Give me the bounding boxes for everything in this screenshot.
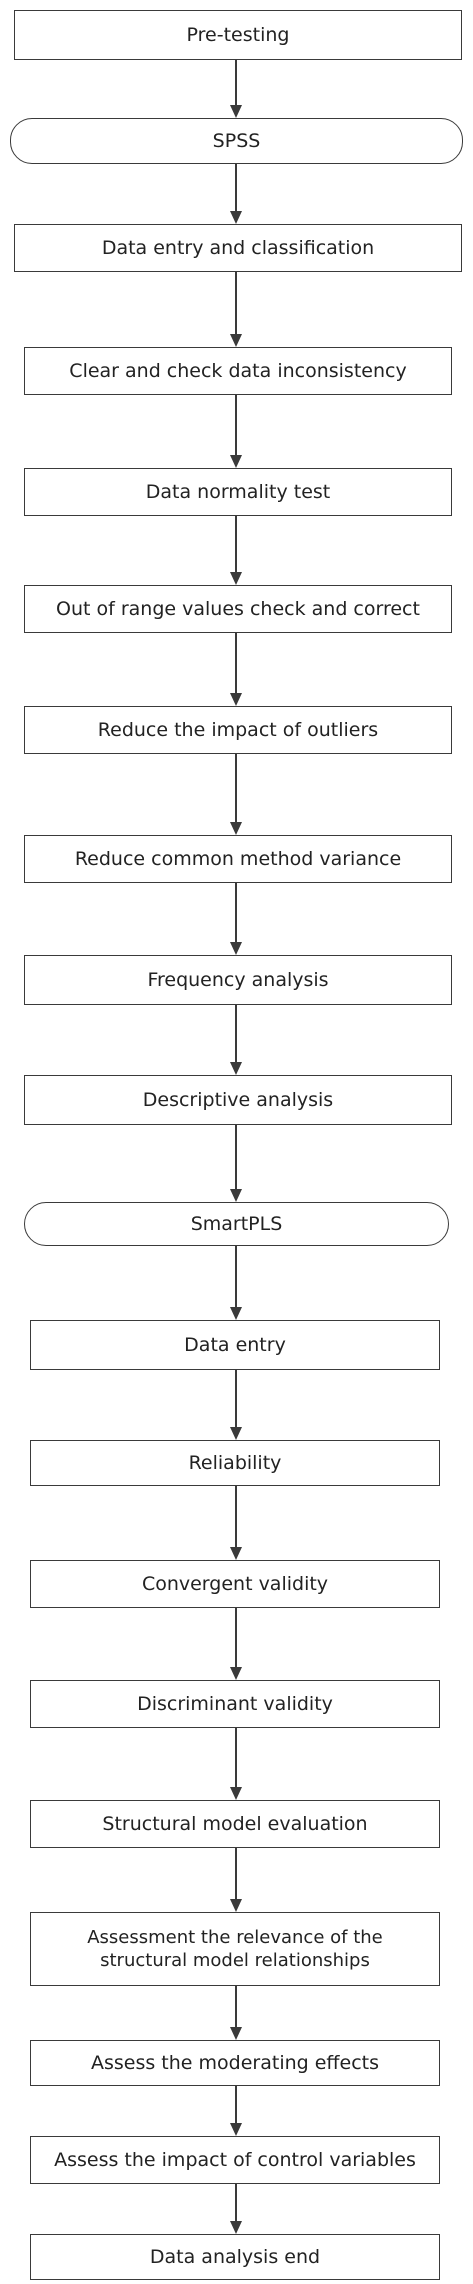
arrow-shaft — [235, 1986, 237, 2028]
arrow-shaft — [235, 395, 237, 456]
arrow-head-icon — [230, 2123, 242, 2136]
arrow-head-icon — [230, 1899, 242, 1912]
step-spss: SPSS — [10, 118, 463, 164]
arrow-shaft — [235, 1848, 237, 1900]
arrow-shaft — [235, 1608, 237, 1668]
arrow-head-icon — [230, 942, 242, 955]
arrow-shaft — [235, 1246, 237, 1308]
step-descriptive-analysis: Descriptive analysis — [24, 1075, 452, 1125]
step-reduce-the-impact-of-outliers: Reduce the impact of outliers — [24, 706, 452, 754]
step-reliability: Reliability — [30, 1440, 440, 1486]
step-assess-the-impact-of-control-variables: Assess the impact of control variables — [30, 2136, 440, 2184]
arrow-head-icon — [230, 1547, 242, 1560]
arrow-shaft — [235, 883, 237, 943]
arrow-shaft — [235, 60, 237, 106]
arrow-head-icon — [230, 1189, 242, 1202]
arrow-head-icon — [230, 455, 242, 468]
step-assessment-the-relevance-of-the-structural-model-relationships: Assessment the relevance of the structur… — [30, 1912, 440, 1986]
arrow-head-icon — [230, 1787, 242, 1800]
step-smartpls: SmartPLS — [24, 1202, 449, 1246]
arrow-head-icon — [230, 822, 242, 835]
step-data-entry-and-classification: Data entry and classification — [14, 224, 462, 272]
arrow-shaft — [235, 1125, 237, 1190]
arrow-head-icon — [230, 1307, 242, 1320]
arrow-shaft — [235, 2184, 237, 2222]
arrow-head-icon — [230, 1667, 242, 1680]
step-pre-testing: Pre-testing — [14, 10, 462, 60]
arrow-shaft — [235, 1370, 237, 1428]
arrow-head-icon — [230, 211, 242, 224]
step-data-normality-test: Data normality test — [24, 468, 452, 516]
arrow-head-icon — [230, 2221, 242, 2234]
step-discriminant-validity: Discriminant validity — [30, 1680, 440, 1728]
step-data-entry: Data entry — [30, 1320, 440, 1370]
arrow-head-icon — [230, 105, 242, 118]
step-reduce-common-method-variance: Reduce common method variance — [24, 835, 452, 883]
arrow-head-icon — [230, 572, 242, 585]
arrow-shaft — [235, 754, 237, 823]
step-clear-and-check-data-inconsistency: Clear and check data inconsistency — [24, 347, 452, 395]
arrow-shaft — [235, 1728, 237, 1788]
arrow-head-icon — [230, 1427, 242, 1440]
arrow-shaft — [235, 1005, 237, 1063]
arrow-shaft — [235, 516, 237, 573]
step-out-of-range-values-check-and-correct: Out of range values check and correct — [24, 585, 452, 633]
arrow-shaft — [235, 633, 237, 694]
arrow-head-icon — [230, 2027, 242, 2040]
step-assess-the-moderating-effects: Assess the moderating effects — [30, 2040, 440, 2086]
arrow-shaft — [235, 164, 237, 212]
arrow-head-icon — [230, 693, 242, 706]
arrow-shaft — [235, 2086, 237, 2124]
arrow-shaft — [235, 272, 237, 335]
step-data-analysis-end: Data analysis end — [30, 2234, 440, 2280]
arrow-shaft — [235, 1486, 237, 1548]
step-frequency-analysis: Frequency analysis — [24, 955, 452, 1005]
arrow-head-icon — [230, 334, 242, 347]
arrow-head-icon — [230, 1062, 242, 1075]
step-convergent-validity: Convergent validity — [30, 1560, 440, 1608]
step-structural-model-evaluation: Structural model evaluation — [30, 1800, 440, 1848]
